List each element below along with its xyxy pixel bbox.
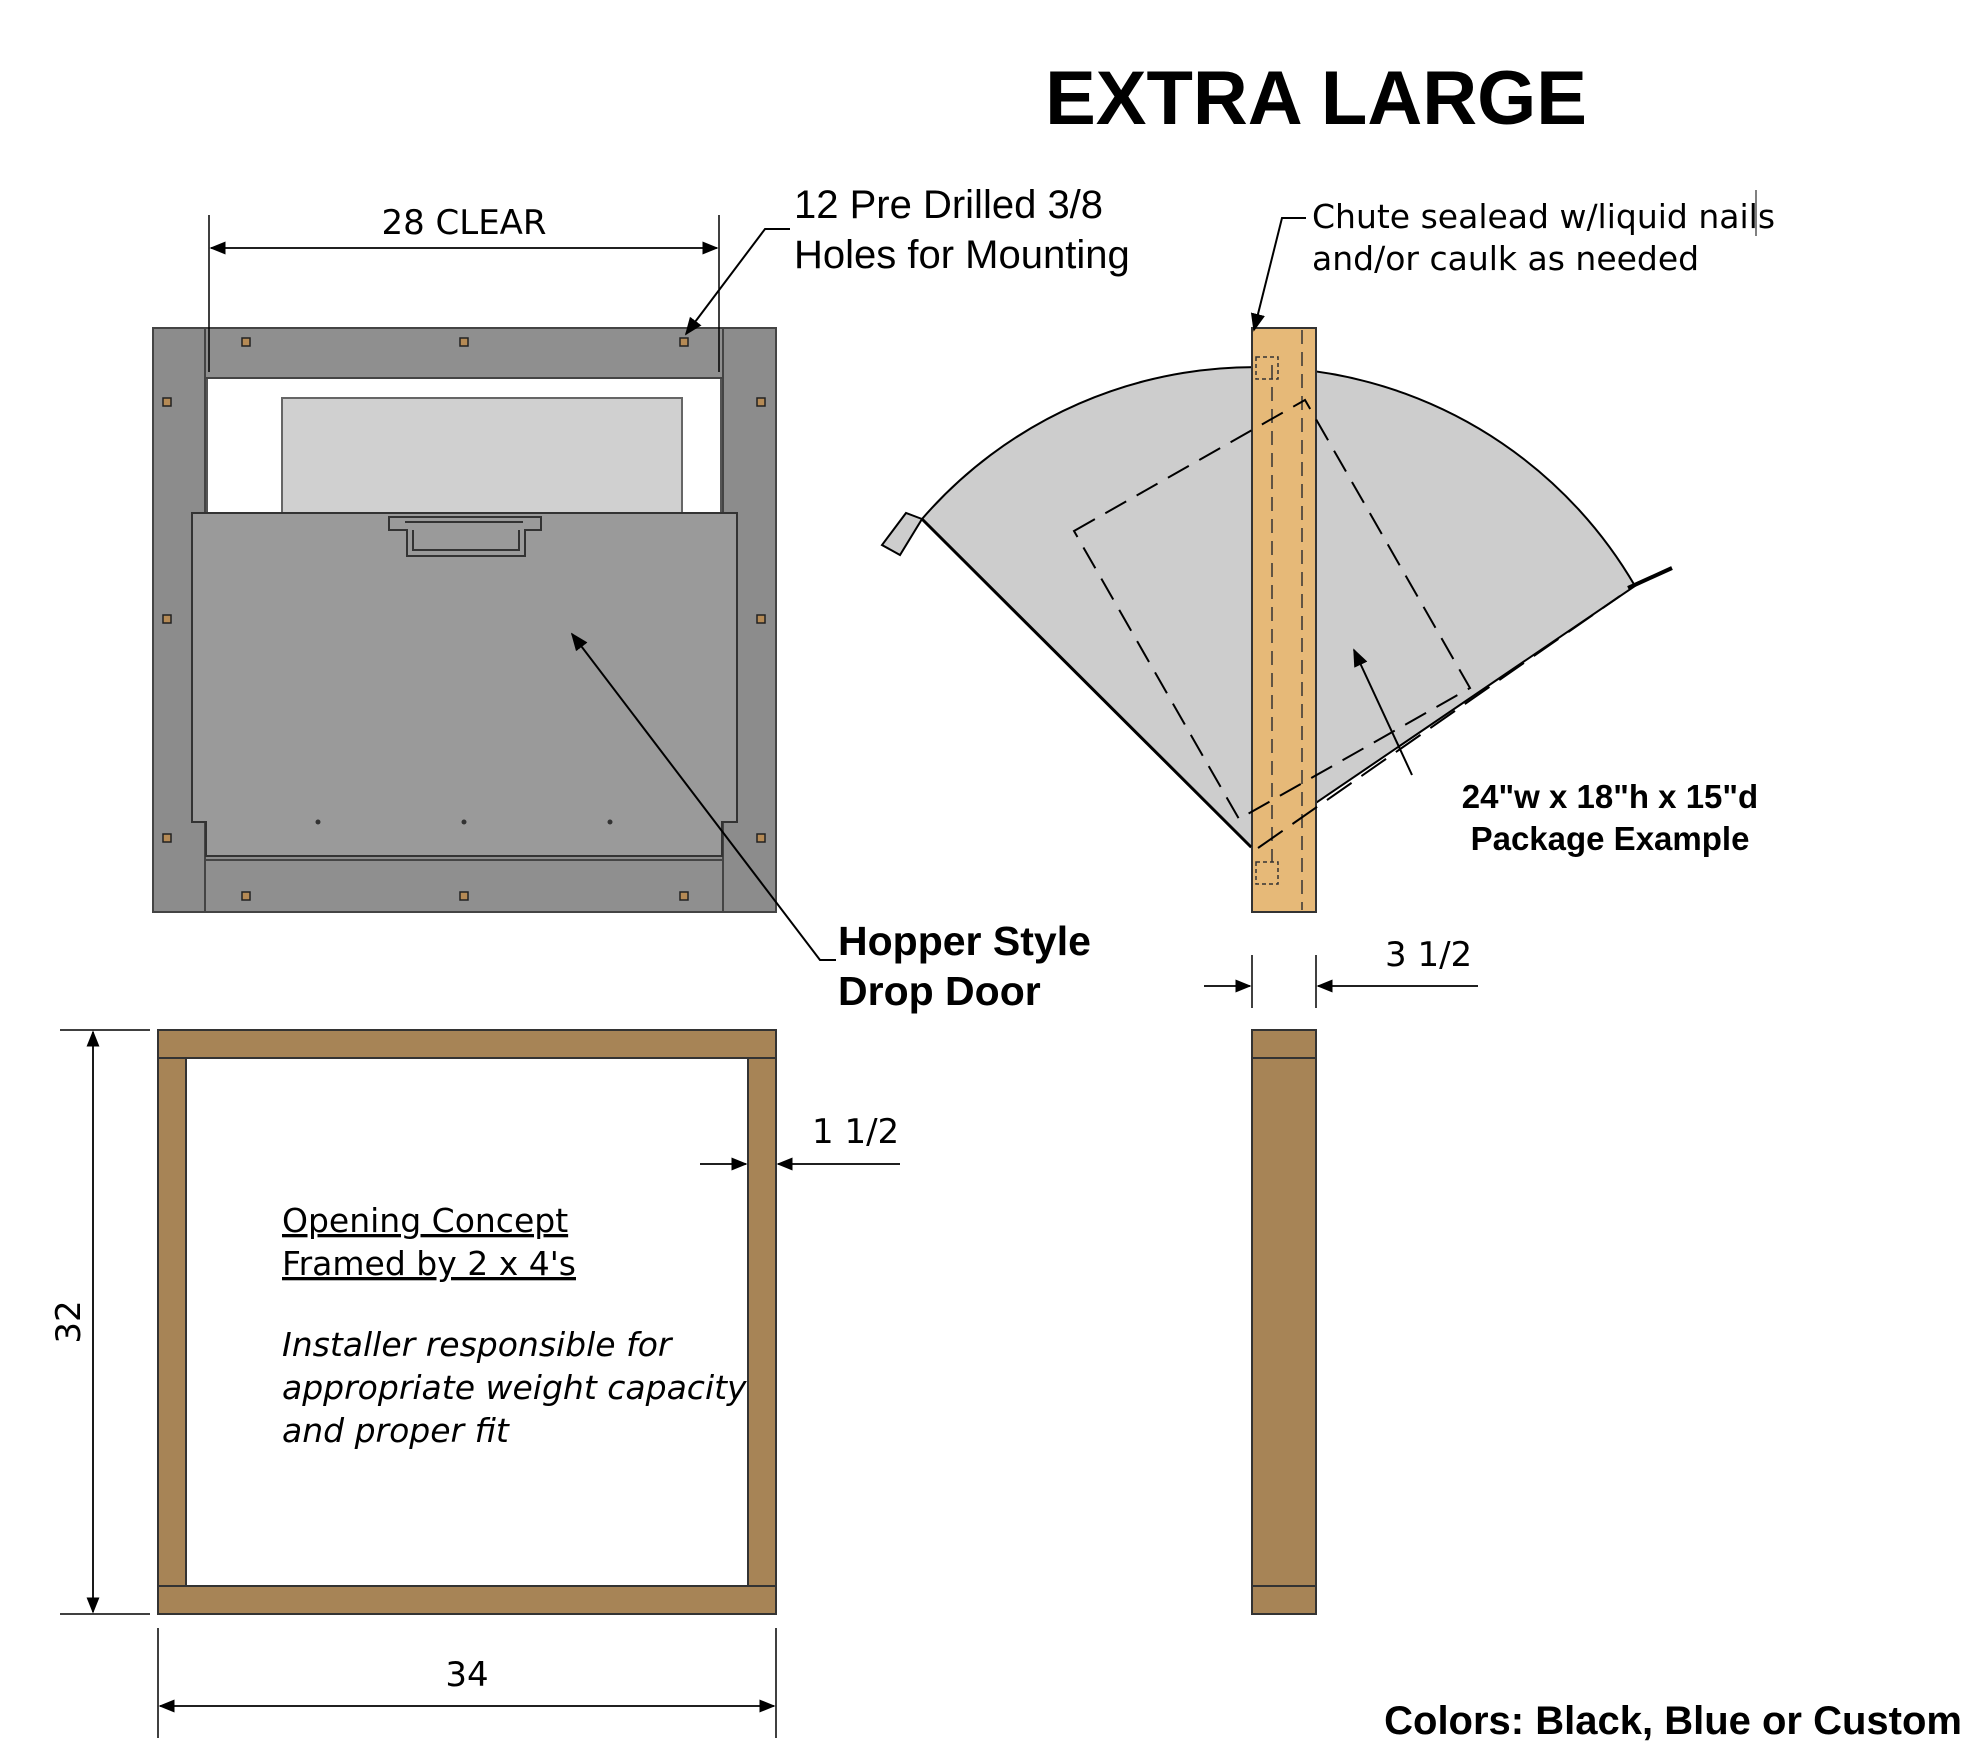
height-dimension: 32 — [49, 1029, 150, 1615]
frame-bottom-plate — [157, 1585, 777, 1615]
back-panel — [281, 397, 683, 519]
disclaimer-line-1: Installer responsible for — [282, 1325, 674, 1364]
page-title: EXTRA LARGE — [1045, 56, 1587, 141]
colors-note: Colors: Black, Blue or Custom — [1384, 1699, 1962, 1743]
frame-thickness-dimension: 1 1/2 — [700, 1112, 900, 1171]
opening-concept-subtitle: Framed by 2 x 4's — [282, 1244, 576, 1283]
depth-label: 3 1/2 — [1385, 935, 1472, 975]
door-handle-inner — [405, 521, 523, 551]
depth-dimension: 3 1/2 — [1204, 935, 1478, 1008]
clear-width-label: 28 CLEAR — [381, 203, 546, 243]
stud-fasteners — [1255, 356, 1279, 885]
width-dimension: 34 — [157, 1628, 777, 1738]
disclaimer-line-3: and proper fit — [282, 1411, 510, 1450]
mounting-holes-callout: 12 Pre Drilled 3/8 Holes for Mounting — [684, 183, 1130, 336]
door-rivets — [315, 819, 613, 825]
height-label: 32 — [49, 1300, 89, 1343]
chute-lip — [1627, 566, 1673, 590]
mounting-holes — [162, 337, 766, 901]
chute-label-1: Chute sealead w/liquid nails — [1312, 197, 1775, 236]
frame-right-stud — [747, 1057, 777, 1587]
width-label: 34 — [445, 1655, 488, 1695]
opening-concept-title: Opening Concept — [282, 1201, 568, 1240]
hopper-door-label-1: Hopper Style — [838, 918, 1091, 964]
door-handle — [388, 516, 542, 557]
top-rail — [204, 327, 724, 379]
chute-callout: Chute sealead w/liquid nails and/or caul… — [1250, 190, 1775, 332]
chute-hinge-tab — [880, 511, 924, 557]
bottom-rail — [204, 859, 724, 913]
frame-thickness-label: 1 1/2 — [812, 1112, 899, 1152]
disclaimer-line-2: appropriate weight capacity — [282, 1368, 747, 1407]
chute-label-2: and/or caulk as needed — [1312, 239, 1699, 278]
wall-stud — [1251, 327, 1317, 913]
frame-side-view — [1251, 1029, 1317, 1615]
hopper-door-callout: Hopper Style Drop Door — [570, 632, 1091, 1014]
side-view — [880, 327, 1673, 913]
opening-concept-notes: Opening Concept Framed by 2 x 4's Instal… — [282, 1201, 747, 1450]
package-callout: 24"w x 18"h x 15"d Package Example — [1353, 648, 1758, 857]
hopper-door-label-2: Drop Door — [838, 968, 1041, 1014]
clear-width-dimension: 28 CLEAR — [208, 203, 720, 372]
mounting-holes-label-2: Holes for Mounting — [794, 233, 1130, 277]
chute-floor — [920, 517, 1253, 849]
opening-frame — [157, 1029, 777, 1615]
package-label-1: 24"w x 18"h x 15"d — [1462, 778, 1758, 815]
frame-left-stud — [157, 1057, 187, 1587]
package-label-2: Package Example — [1471, 820, 1750, 857]
hopper-door — [191, 512, 738, 857]
front-view — [152, 327, 777, 913]
frame-top-plate — [157, 1029, 777, 1059]
mounting-holes-label-1: 12 Pre Drilled 3/8 — [794, 183, 1103, 227]
package-outline — [1072, 398, 1472, 821]
